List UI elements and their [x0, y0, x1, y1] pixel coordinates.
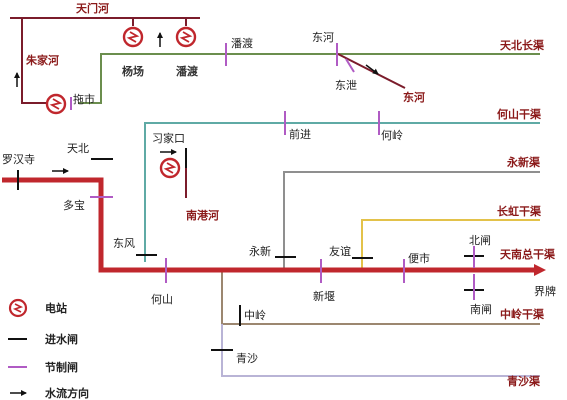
xinyan-label: 新堰 — [313, 289, 335, 303]
qingsha-label: 青沙 — [236, 352, 258, 365]
regulating-gate-dongxie — [345, 58, 355, 73]
flow-arrow-icon — [365, 64, 379, 75]
zhujia-river-label: 朱家河 — [25, 53, 59, 67]
tiannan-main-canal — [2, 177, 534, 273]
luohansi-label: 罗汉寺 — [2, 153, 35, 166]
yongxin-canal-line — [283, 171, 540, 270]
dong-river-branch-line — [337, 53, 406, 89]
power-station-icon — [122, 26, 144, 48]
heshan-canal-label: 何山干渠 — [497, 107, 542, 121]
legend-regulating-gate-label: 节制闸 — [45, 360, 78, 374]
xijiakou-label: 习家口 — [152, 131, 185, 145]
legend-power-station-label: 电站 — [45, 301, 67, 315]
zhongling-canal-label: 中岭干渠 — [500, 307, 545, 321]
yangchang-label: 杨场 — [122, 64, 144, 78]
changhong-canal-line — [361, 219, 540, 270]
dongfeng-label: 东风 — [113, 237, 135, 250]
power-station-icon — [159, 157, 181, 179]
tiannan-main-canal-arrowhead — [534, 264, 546, 276]
zhongling-label: 中岭 — [244, 308, 266, 322]
nangang-river-label: 南港河 — [186, 208, 219, 222]
yongxin-canal-label: 永新渠 — [506, 155, 541, 169]
tianbei-canal-line — [78, 53, 540, 104]
tianmen-river-label: 天门河 — [76, 1, 109, 15]
duobao-label: 多宝 — [63, 198, 85, 212]
jiepai-label: 界牌 — [534, 284, 556, 298]
heshan-canal-line — [144, 122, 540, 262]
power-station-icon — [45, 93, 67, 115]
heshan-label: 何山 — [151, 293, 173, 306]
nanzha-label: 南闸 — [470, 303, 492, 316]
youyi-label: 友谊 — [329, 244, 351, 258]
changhong-canal-label: 长虹干渠 — [497, 204, 542, 218]
legend: 电站 进水闸 节制闸 水流方向 — [8, 298, 89, 400]
power-station-icon — [175, 26, 197, 48]
qianjin-label: 前进 — [289, 127, 311, 141]
tianbei-canal-label: 天北长渠 — [500, 38, 545, 52]
heling-label: 何岭 — [381, 128, 403, 142]
panduc-station-label: 潘渡 — [176, 64, 199, 78]
tianbei-label: 天北 — [67, 142, 89, 155]
bianshi-label: 便市 — [408, 251, 430, 265]
tiannan-canal-label: 天南总干渠 — [500, 247, 556, 261]
panduc-label: 潘渡 — [231, 36, 253, 50]
qingsha-canal-line — [221, 324, 540, 377]
zhongling-canal-line — [221, 270, 540, 325]
dongxie-label: 东泄 — [335, 79, 357, 92]
dong-river-label: 东河 — [403, 90, 425, 104]
power-station-icon — [8, 298, 28, 318]
donghe-label: 东河 — [312, 31, 334, 44]
legend-intake-gate-label: 进水闸 — [45, 332, 78, 346]
tuoshi-label: 拖市 — [73, 92, 95, 106]
yongxin-label: 永新 — [249, 244, 271, 258]
qingsha-canal-label: 青沙渠 — [507, 374, 541, 388]
beizha-label: 北闸 — [469, 234, 491, 247]
zhujia-river-line — [21, 18, 47, 104]
legend-flow-direction-label: 水流方向 — [45, 386, 89, 400]
